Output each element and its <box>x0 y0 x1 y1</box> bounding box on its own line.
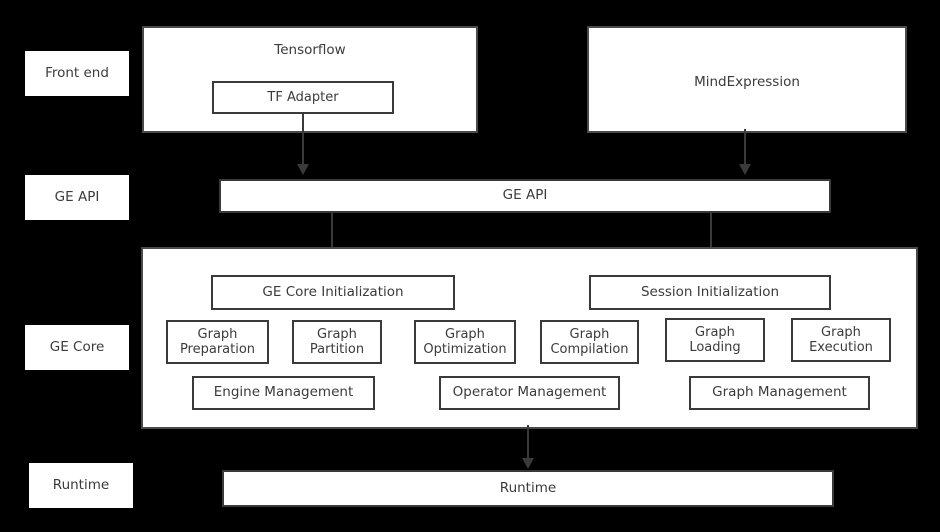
tf-adapter-label: TF Adapter <box>267 89 339 105</box>
ge-core-initialization-box[interactable]: GE Core Initialization <box>211 275 455 310</box>
graph-compilation-label: Graph Compilation <box>550 326 629 357</box>
graph-execution-box[interactable]: Graph Execution <box>791 318 891 362</box>
layer-label-ge-api: GE API <box>25 175 129 220</box>
graph-compilation-box[interactable]: Graph Compilation <box>540 320 639 364</box>
arrowhead-mindexpression-to-ge-api <box>739 164 751 175</box>
layer-label-front-end-text: Front end <box>45 64 109 81</box>
connector-mindexpression-to-ge-api <box>744 129 746 167</box>
mindexpression-title: MindExpression <box>694 74 800 90</box>
graph-loading-box[interactable]: Graph Loading <box>665 318 765 362</box>
ge-api-bar[interactable]: GE API <box>219 179 831 213</box>
graph-preparation-box[interactable]: Graph Preparation <box>166 320 269 364</box>
layer-label-runtime-text: Runtime <box>52 476 110 493</box>
graph-partition-label: Graph Partition <box>309 326 365 357</box>
operator-management-label: Operator Management <box>452 384 607 401</box>
connector-ge-api-to-ge-core-init <box>331 213 333 261</box>
tensorflow-title: Tensorflow <box>274 42 346 58</box>
arrowhead-ge-core-to-runtime <box>522 458 534 469</box>
graph-management-box[interactable]: Graph Management <box>689 376 870 410</box>
tensorflow-container: Tensorflow <box>142 26 478 133</box>
tf-adapter-box[interactable]: TF Adapter <box>212 81 394 114</box>
layer-label-runtime: Runtime <box>29 463 133 508</box>
graph-management-label: Graph Management <box>712 384 847 401</box>
session-initialization-box[interactable]: Session Initialization <box>589 275 831 310</box>
engine-management-box[interactable]: Engine Management <box>192 376 375 410</box>
engine-management-label: Engine Management <box>213 384 354 401</box>
graph-execution-label: Graph Execution <box>809 324 873 355</box>
ge-api-label: GE API <box>502 187 548 204</box>
layer-label-ge-core: GE Core <box>25 325 129 370</box>
connector-ge-api-to-session-init <box>710 213 712 261</box>
connector-ge-core-to-runtime <box>527 425 529 463</box>
connector-tf-adapter-to-ge-api <box>302 113 304 167</box>
layer-label-front-end: Front end <box>25 51 129 96</box>
layer-label-ge-core-text: GE Core <box>49 338 105 355</box>
graph-optimization-label: Graph Optimization <box>423 326 507 357</box>
graph-partition-box[interactable]: Graph Partition <box>292 320 382 364</box>
ge-core-initialization-label: GE Core Initialization <box>262 283 404 300</box>
operator-management-box[interactable]: Operator Management <box>439 376 620 410</box>
arrowhead-tf-adapter-to-ge-api <box>297 164 309 175</box>
runtime-bar[interactable]: Runtime <box>222 470 834 507</box>
mindexpression-container: MindExpression <box>587 26 907 133</box>
runtime-label: Runtime <box>499 479 557 496</box>
session-initialization-label: Session Initialization <box>640 283 780 300</box>
graph-preparation-label: Graph Preparation <box>179 326 256 357</box>
graph-loading-label: Graph Loading <box>689 324 741 355</box>
layer-label-ge-api-text: GE API <box>54 188 100 205</box>
graph-optimization-box[interactable]: Graph Optimization <box>414 320 516 364</box>
